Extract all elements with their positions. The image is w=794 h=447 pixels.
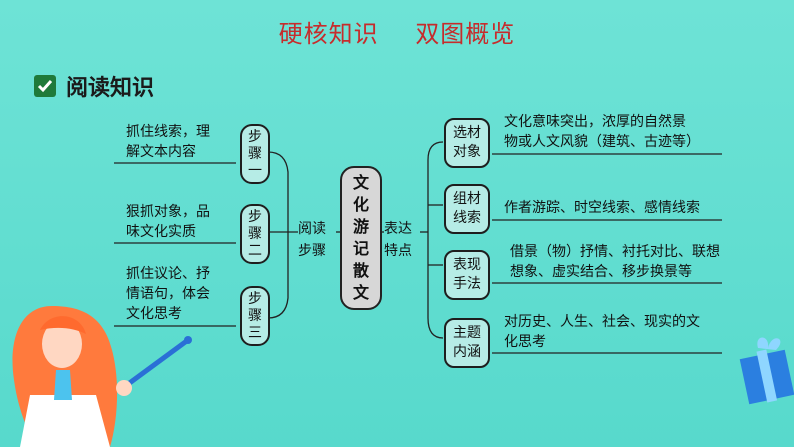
feature-box-technique: 表现 手法: [444, 250, 490, 300]
feature-box-clue: 组材 线索: [444, 184, 490, 234]
central-topic-char: 文: [352, 173, 369, 192]
step-3-text-line2: 情语句，体会: [126, 286, 210, 302]
step-2-box: 步 骤 二: [240, 204, 270, 264]
central-topic-char: 散: [352, 261, 369, 280]
reading-steps-label: 阅读 步骤: [298, 218, 326, 262]
feature-box-line: 手法: [453, 276, 481, 292]
reading-steps-label-line1: 阅读: [298, 221, 326, 237]
step-3-text-line3: 文化思考: [126, 306, 182, 322]
step-3-char: 三: [248, 324, 262, 341]
gift-box-icon: [739, 337, 794, 405]
checkmark-icon: [34, 75, 56, 97]
expression-features-label-line2: 特点: [384, 243, 412, 259]
step-3-char: 骤: [248, 307, 262, 324]
feature-box-line: 对象: [453, 144, 481, 160]
central-topic-char: 文: [352, 283, 369, 302]
feature-4-text-line2: 化思考: [504, 334, 546, 350]
step-1-box: 步 骤 一: [240, 124, 270, 184]
feature-box-line: 线索: [453, 210, 481, 226]
page-title: 硬核知识 双图概览: [0, 14, 794, 49]
section-label: 阅读知识: [66, 76, 155, 101]
central-topic-char: 记: [352, 239, 369, 258]
feature-2-text: 作者游踪、时空线索、感情线索: [504, 198, 700, 218]
feature-box-material: 选材 对象: [444, 118, 490, 168]
feature-3-text: 借景（物）抒情、衬托对比、联想 想象、虚实结合、移步换景等: [510, 242, 720, 282]
feature-box-line: 表现: [453, 257, 481, 273]
feature-1-text: 文化意味突出，浓厚的自然景 物或人文风貌（建筑、古迹等）: [504, 112, 700, 152]
step-2-char: 二: [248, 242, 262, 259]
step-3-box: 步 骤 三: [240, 286, 270, 346]
step-1-text-line2: 解文本内容: [126, 144, 196, 160]
feature-box-theme: 主题 内涵: [444, 318, 490, 368]
section-header: 阅读知识: [34, 70, 154, 102]
feature-1-text-line2: 物或人文风貌（建筑、古迹等）: [504, 134, 700, 150]
title-right: 双图概览: [415, 20, 516, 48]
feature-box-line: 主题: [453, 325, 481, 341]
feature-1-text-line1: 文化意味突出，浓厚的自然景: [504, 114, 686, 130]
central-topic-char: 化: [352, 195, 369, 214]
step-2-text: 狠抓对象，品 味文化实质: [126, 202, 210, 242]
feature-4-text: 对历史、人生、社会、现实的文 化思考: [504, 312, 700, 352]
step-2-char: 步: [248, 208, 262, 225]
title-left: 硬核知识: [278, 20, 379, 48]
feature-box-line: 内涵: [453, 344, 481, 360]
feature-box-line: 选材: [453, 125, 481, 141]
step-2-text-line1: 狠抓对象，品: [126, 204, 210, 220]
feature-3-text-line2: 想象、虚实结合、移步换景等: [510, 264, 692, 280]
reading-steps-label-line2: 步骤: [298, 243, 326, 259]
central-topic: 文 化 游 记 散 文: [340, 166, 382, 310]
step-1-text: 抓住线索，理 解文本内容: [126, 122, 210, 162]
feature-box-line: 组材: [453, 191, 481, 207]
feature-2-text-line1: 作者游踪、时空线索、感情线索: [504, 200, 700, 216]
step-1-text-line1: 抓住线索，理: [126, 124, 210, 140]
step-3-char: 步: [248, 290, 262, 307]
step-2-text-line2: 味文化实质: [126, 224, 196, 240]
central-topic-char: 游: [352, 217, 369, 236]
teacher-illustration: [12, 306, 192, 447]
step-1-char: 步: [248, 128, 262, 145]
step-3-text-line1: 抓住议论、抒: [126, 266, 210, 282]
step-1-char: 骤: [248, 145, 262, 162]
step-1-char: 一: [248, 162, 262, 179]
expression-features-label: 表达 特点: [384, 218, 412, 262]
feature-4-text-line1: 对历史、人生、社会、现实的文: [504, 314, 700, 330]
step-3-text: 抓住议论、抒 情语句，体会 文化思考: [126, 264, 210, 324]
feature-3-text-line1: 借景（物）抒情、衬托对比、联想: [510, 244, 720, 260]
expression-features-label-line1: 表达: [384, 221, 412, 237]
step-2-char: 骤: [248, 225, 262, 242]
